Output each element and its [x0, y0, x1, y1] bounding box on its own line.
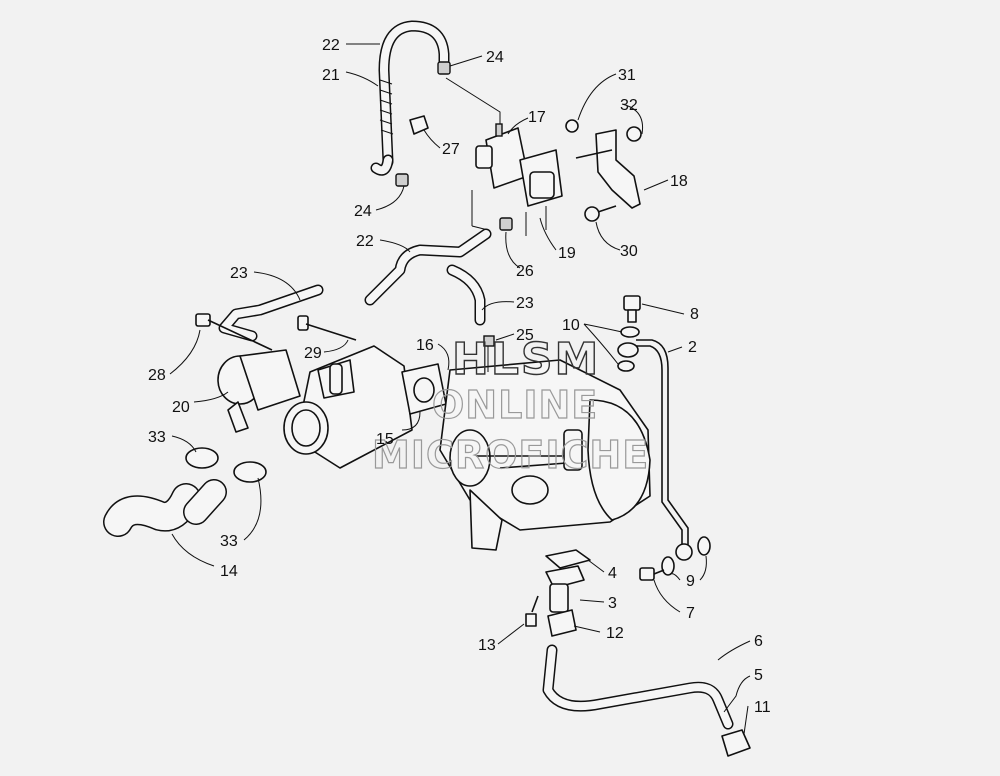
callout-9: 9	[686, 573, 695, 590]
callout-17: 17	[528, 109, 546, 126]
callout-11: 11	[754, 699, 771, 716]
callout-25: 25	[516, 327, 534, 344]
callout-21: 21	[322, 67, 340, 84]
callout-29: 29	[304, 345, 322, 362]
callout-3: 3	[608, 595, 617, 612]
hose-routing	[471, 190, 489, 231]
banjo-fitting	[617, 342, 639, 358]
callout-27: 27	[442, 141, 460, 158]
stud-29	[297, 315, 357, 341]
callout-2: 2	[688, 339, 697, 356]
callout-32: 32	[620, 97, 638, 114]
washer-9-left	[661, 556, 675, 576]
watermark-line-1: HLSM	[452, 334, 600, 385]
bolt-28	[195, 313, 273, 351]
clamp-26	[499, 217, 513, 231]
parts-artwork	[103, 20, 751, 757]
throttle-body-15	[283, 345, 413, 469]
callout-15: 15	[376, 431, 394, 448]
callout-22-top: 22	[322, 37, 340, 54]
watermark: HLSM ONLINE MICROFICHE	[371, 333, 649, 477]
oil-line-2	[636, 339, 689, 550]
bolt-30	[584, 205, 617, 222]
clamp-11	[721, 729, 751, 757]
bolt-7	[639, 567, 665, 581]
callout-12: 12	[606, 625, 624, 642]
callout-8: 8	[690, 306, 699, 323]
nut-31	[565, 119, 579, 133]
callout-30: 30	[620, 243, 638, 260]
callout-23-right: 23	[516, 295, 534, 312]
fitting-3	[545, 565, 585, 613]
fitting-25	[483, 335, 495, 372]
hose-clamp-33-upper	[185, 447, 219, 469]
housing-20	[217, 349, 301, 433]
callout-18: 18	[670, 173, 688, 190]
callout-24-lower: 24	[354, 203, 372, 220]
callout-31: 31	[618, 67, 636, 84]
callout-20: 20	[172, 399, 190, 416]
callout-10: 10	[562, 317, 580, 334]
hose-clamp-33-lower	[233, 461, 267, 483]
callout-22-lower: 22	[356, 233, 374, 250]
clip-27	[409, 115, 429, 135]
callout-6: 6	[754, 633, 763, 650]
callout-13: 13	[478, 637, 496, 654]
gasket-4	[545, 549, 591, 569]
callout-28: 28	[148, 367, 166, 384]
callouts: 2 3 4 5 6 7 8 9 10 11 12 13 14 15 16 17 …	[148, 37, 771, 716]
watermark-line-3: MICROFICHE	[372, 433, 649, 477]
vacuum-line	[445, 77, 501, 130]
callout-7: 7	[686, 605, 695, 622]
vacuum-hose-top	[370, 20, 450, 176]
callout-33-lower: 33	[220, 533, 238, 550]
callout-26: 26	[516, 263, 534, 280]
callout-23-left: 23	[230, 265, 248, 282]
leader-lines	[169, 43, 751, 735]
watermark-line-2: ONLINE	[432, 383, 598, 427]
washer-10-top	[620, 326, 640, 338]
washer-10-bottom	[617, 360, 635, 372]
callout-5: 5	[754, 667, 763, 684]
gasket-16	[401, 363, 447, 415]
hose-clamp-24-top	[437, 61, 451, 75]
callout-19: 19	[558, 245, 576, 262]
callout-33-upper: 33	[148, 429, 166, 446]
washer-9-right	[697, 536, 711, 556]
wastegate-solenoid-19	[519, 149, 563, 236]
washer-32	[626, 126, 642, 142]
bolt-13	[525, 595, 539, 627]
callout-24-top: 24	[486, 49, 504, 66]
bracket-18	[575, 129, 641, 209]
banjo-2	[675, 543, 693, 561]
turbocharger	[439, 359, 651, 551]
solenoid-17	[475, 123, 529, 189]
hose-clamp-24-lower	[395, 173, 409, 187]
banjo-bolt-8	[623, 295, 641, 323]
callout-4: 4	[608, 565, 617, 582]
callout-14: 14	[220, 563, 238, 580]
callout-16: 16	[416, 337, 434, 354]
clamp-12	[547, 609, 577, 637]
